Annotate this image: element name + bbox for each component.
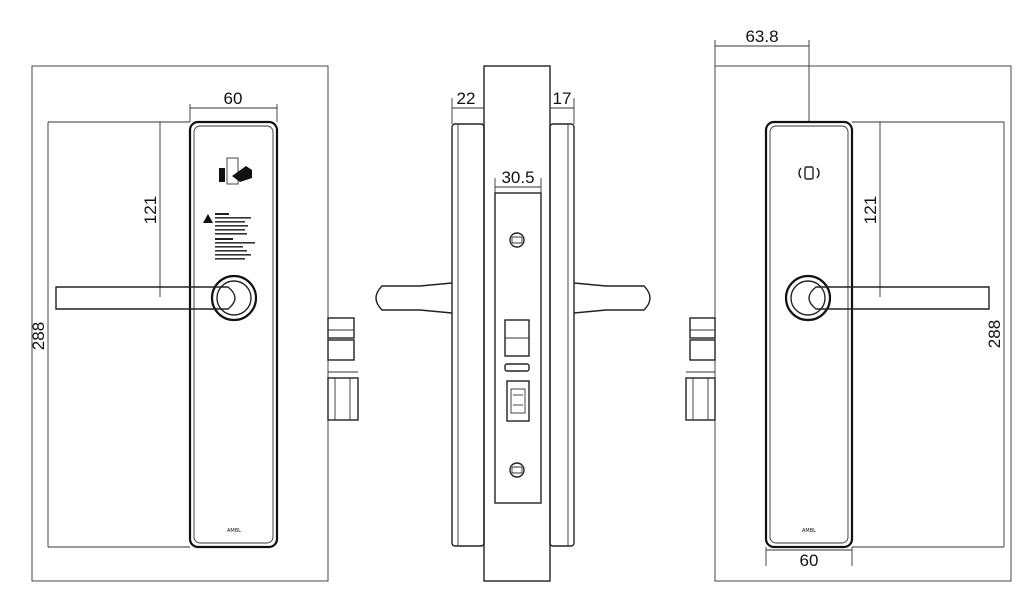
back-width-label: 60 — [800, 551, 819, 570]
side-left-handle — [375, 282, 453, 314]
side-door-section — [483, 65, 551, 582]
back-brand: AMBL — [802, 528, 816, 534]
side-screw-bottom — [509, 462, 525, 478]
front-rosette — [210, 274, 258, 322]
front-handle-height-label: 121 — [141, 196, 160, 224]
side-right-thickness-label: 17 — [553, 89, 572, 108]
back-view: 63.8 288 121 60 AMBL — [685, 27, 1012, 582]
side-left-thickness-label: 22 — [457, 89, 476, 108]
side-view: 22 17 30.5 — [375, 65, 651, 582]
rfid-icon — [798, 166, 820, 180]
front-view: 60 288 121 — [29, 65, 359, 582]
back-handle-height-label: 121 — [861, 196, 880, 224]
warning-label — [203, 213, 255, 260]
front-lever-handle — [55, 286, 236, 310]
side-faceplate-width-label: 30.5 — [501, 168, 534, 187]
warning-icon — [203, 214, 213, 223]
back-door-outline — [714, 65, 1012, 582]
front-brand: AMBL — [227, 528, 241, 534]
side-right-escutcheon — [549, 123, 575, 547]
back-height-label: 288 — [985, 320, 1004, 348]
side-faceplate — [494, 192, 542, 504]
front-lock-plate — [188, 120, 279, 549]
front-height-label: 288 — [29, 322, 48, 350]
front-width-label: 60 — [224, 89, 243, 108]
side-screw-top — [509, 232, 525, 248]
side-left-escutcheon — [451, 123, 485, 547]
front-latch-bolts — [327, 317, 359, 421]
back-offset-label: 63.8 — [745, 27, 778, 46]
back-lock-plate — [764, 120, 854, 549]
back-lever-handle — [808, 286, 990, 310]
front-door-outline — [31, 65, 329, 582]
back-rosette — [784, 274, 832, 322]
side-deadbolt — [506, 380, 530, 422]
back-latch-bolts — [685, 317, 716, 421]
key-card-icon — [219, 157, 252, 185]
side-right-handle — [573, 282, 651, 314]
